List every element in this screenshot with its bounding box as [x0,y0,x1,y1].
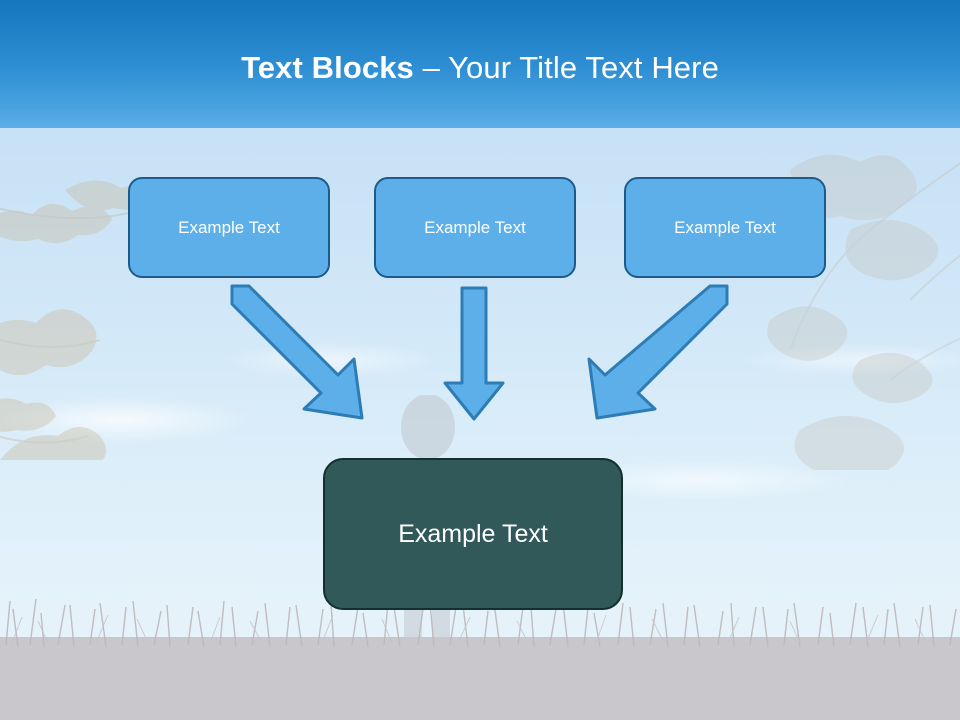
page-title-bold: Text Blocks [241,50,414,85]
summary-block-label: Example Text [398,519,548,548]
page-title-separator: – [413,50,449,85]
text-block-2[interactable]: Example Text [374,177,576,278]
text-block-3[interactable]: Example Text [624,177,826,278]
summary-block[interactable]: Example Text [323,458,623,610]
background-grass-icon [0,585,960,720]
background-foliage-right-icon [730,130,960,481]
text-block-1[interactable]: Example Text [128,177,330,278]
page-title-rest: Your Title Text Here [448,50,719,85]
text-block-1-label: Example Text [178,217,280,237]
text-block-3-label: Example Text [674,217,776,237]
text-block-2-label: Example Text [424,217,526,237]
page-title: Text Blocks – Your Title Text Here [0,50,960,86]
title-band [0,0,960,128]
